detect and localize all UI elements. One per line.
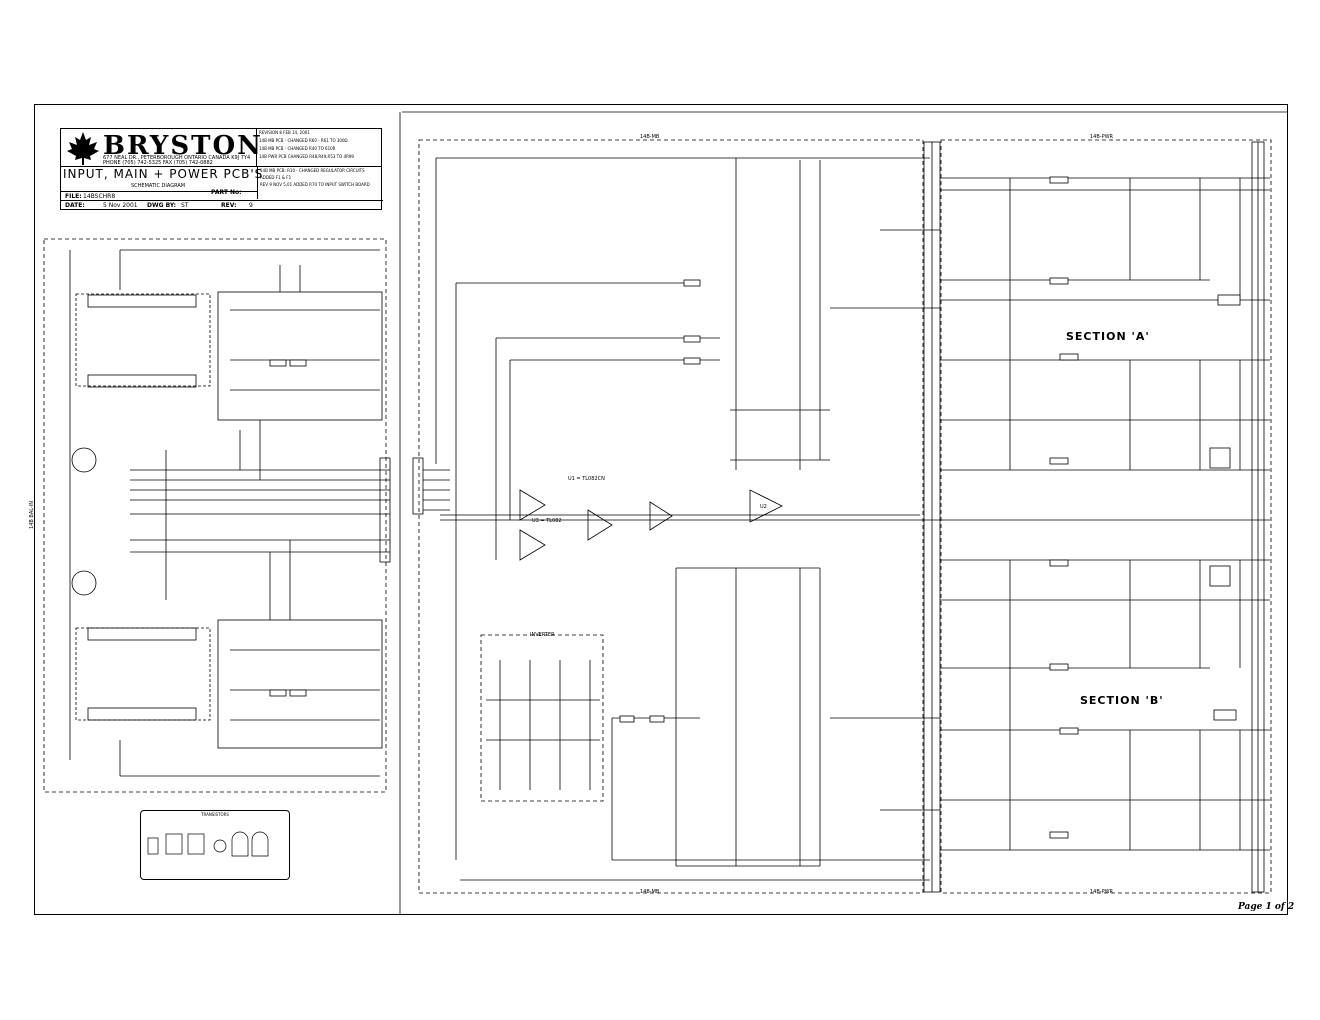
u1-label: U1 = TL082CN <box>568 476 605 482</box>
company-phone: PHONE (705) 742-5325 FAX (705) 742-0882 <box>103 160 213 166</box>
u3-label: U3 = TL082 <box>532 518 562 524</box>
rev-label: REV: <box>221 202 237 209</box>
mb-bottom-label: 14B-MB <box>640 889 660 895</box>
page-number: Page 1 of 2 <box>1238 902 1295 912</box>
date-row: DATE: 5 Nov 2001 DWG BY: ST REV: 9 <box>61 200 383 211</box>
drawing-frame <box>34 104 1288 915</box>
note-line: 14B MB PCB: R10 - CHANGED REGULATOR CIRC… <box>260 168 365 173</box>
bal-in-label: 14B BAL-IN <box>28 501 35 529</box>
revision-line: 14B PWR PCB CHANGED R48,R49,R53 TO 4R99 <box>259 154 354 159</box>
company-logo: BRYSTON 677 NEAL DR., PETERBOROUGH ONTAR… <box>61 129 261 167</box>
u2-label: U2 <box>760 504 767 510</box>
section-a-label: SECTION 'A' <box>1066 330 1150 343</box>
pwr-top-label: 14B-PWR <box>1090 134 1114 140</box>
company-address: 677 NEAL DR., PETERBOROUGH ONTARIO CANAD… <box>103 155 251 161</box>
maple-leaf-icon <box>67 132 99 165</box>
drawing-title: INPUT, MAIN + POWER PCB'S <box>63 167 264 181</box>
rev-value: 9 <box>249 202 253 209</box>
file-label: FILE: <box>65 193 82 200</box>
revision-line: REVISION 8 FEB 14, 2001 <box>259 130 310 135</box>
dwg-by-label: DWG BY: <box>147 202 177 209</box>
pwr-bottom-label: 14B-PWR <box>1090 889 1114 895</box>
part-number-label: PART No: <box>211 189 242 196</box>
revision-line: 14B MB PCB - CHANGED R60 - R61 TO 300Ω <box>259 138 348 143</box>
note-line: ADDED F1 & F1 <box>260 175 292 180</box>
mb-top-label: 14B-MB <box>640 134 660 140</box>
date-label: DATE: <box>65 202 85 209</box>
note-line: REV 9 NOV 5,01 ADDED R70 TO INPUT SWITCH… <box>260 182 370 187</box>
date-value: 5 Nov 2001 <box>103 202 138 209</box>
transistor-legend-title: TRANSISTORS <box>201 812 229 817</box>
revision-line: 14B MB PCB - CHANGED R40 TO 610R <box>259 146 336 151</box>
transistor-legend: TRANSISTORS <box>140 810 290 880</box>
file-value: 14BSCHR8 <box>83 193 116 200</box>
title-block: BRYSTON 677 NEAL DR., PETERBOROUGH ONTAR… <box>60 128 383 211</box>
dwg-by-value: ST <box>181 202 189 209</box>
drawing-subtitle: SCHEMATIC DIAGRAM <box>131 183 186 189</box>
revision-notes: REVISION 8 FEB 14, 2001 14B MB PCB - CHA… <box>257 129 381 167</box>
company-name: BRYSTON <box>103 131 263 161</box>
file-row: FILE: 14BSCHR8 <box>61 191 257 200</box>
change-notes: 14B MB PCB: R10 - CHANGED REGULATOR CIRC… <box>257 167 381 199</box>
section-b-label: SECTION 'B' <box>1080 694 1164 707</box>
inverter-label: INVERTER <box>530 632 555 638</box>
